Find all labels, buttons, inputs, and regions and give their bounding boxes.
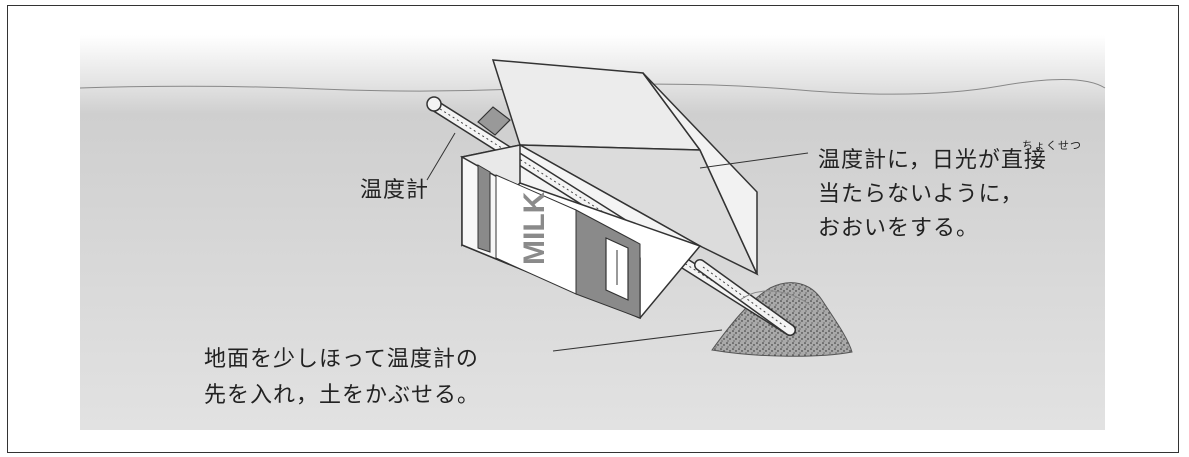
ground-leader <box>552 329 723 352</box>
carton-label-band <box>495 174 577 295</box>
thermometer-bulb-top <box>426 96 442 112</box>
cover-ruby-text: ちょくせつ <box>1022 139 1082 152</box>
cover-label-line1: 温度計に，日光が直接 <box>818 148 1047 173</box>
cover-leader <box>699 152 809 169</box>
thermometer-label: 温度計 <box>360 178 430 203</box>
ground-label-line2: 先を入れ，土をかぶせる。 <box>204 383 481 408</box>
carton-stripe-left <box>477 164 491 253</box>
thermometer-leader <box>426 132 456 181</box>
cover-label-line2: 当たらないように， <box>818 182 1024 207</box>
ground-label-line1: 地面を少しほって温度計の <box>204 347 479 372</box>
carton-spout <box>477 106 511 136</box>
cover-flap-front <box>642 72 758 275</box>
carton-milk-text: MILK <box>518 191 551 265</box>
cover-label-line3: おおいをする。 <box>818 216 980 241</box>
